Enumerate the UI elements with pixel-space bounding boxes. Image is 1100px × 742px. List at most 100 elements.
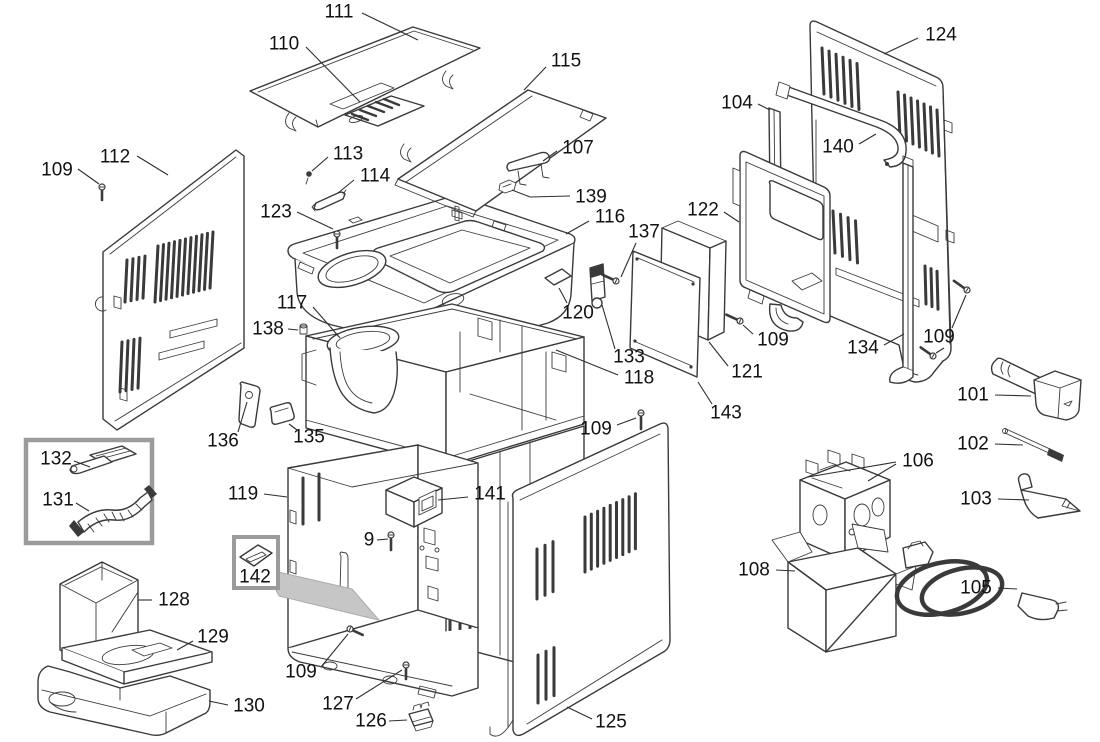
leader-line <box>867 463 897 482</box>
side-panel-112-drawing <box>95 149 245 431</box>
part-label-109: 109 <box>580 419 612 440</box>
leader-line <box>565 220 590 235</box>
part-label-121: 121 <box>731 362 763 383</box>
part-label-129: 129 <box>197 627 229 648</box>
leader-line <box>555 349 619 376</box>
leader-line <box>997 498 1030 501</box>
leader-line <box>305 46 361 103</box>
leader-line <box>176 640 194 651</box>
screw-138-drawing <box>299 323 308 335</box>
part-label-115: 115 <box>551 51 581 72</box>
grate-110-drawing <box>344 95 425 127</box>
leader-line <box>883 333 905 346</box>
connector-126-drawing <box>408 701 434 732</box>
leader-line <box>376 538 389 541</box>
power-cord-105-drawing <box>894 540 1068 621</box>
part-label-105: 105 <box>960 578 992 599</box>
frame-119-drawing <box>287 444 479 699</box>
part-label-110: 110 <box>269 34 299 55</box>
part-label-127: 127 <box>322 694 354 715</box>
part-label-9: 9 <box>364 530 375 551</box>
leader-line <box>75 502 90 512</box>
part-label-109: 109 <box>41 160 73 181</box>
part-label-111: 111 <box>325 2 354 23</box>
leader-line <box>566 706 593 720</box>
leader-line <box>558 287 568 304</box>
leader-line <box>237 401 248 433</box>
leader-line <box>73 460 91 468</box>
leader-line <box>994 394 1032 397</box>
brew-funnel-117-drawing <box>326 325 400 414</box>
sticker-120-drawing <box>544 268 572 286</box>
bracket-134-drawing <box>889 155 914 384</box>
part-label-143: 143 <box>710 403 742 424</box>
leader-line <box>997 587 1018 590</box>
part-label-107: 107 <box>562 138 594 159</box>
screw-icon <box>919 346 937 360</box>
measuring-scoop-101-drawing <box>990 357 1082 421</box>
clip-139-drawing <box>498 179 517 194</box>
leader-line <box>708 341 729 367</box>
handle-107-drawing <box>506 151 551 186</box>
leader-line <box>601 304 616 350</box>
part-label-109: 109 <box>285 662 317 683</box>
connector-132-drawing <box>69 445 137 475</box>
grease-tube-103-drawing <box>1017 473 1081 519</box>
leader-line <box>994 443 1024 446</box>
panel-143-drawing <box>629 250 701 378</box>
leader-line <box>361 12 419 41</box>
inset-border <box>232 535 280 590</box>
pin-113-drawing <box>305 171 312 185</box>
part-label-123: 123 <box>260 202 292 223</box>
leader-line <box>807 461 897 478</box>
part-label-109: 109 <box>757 330 789 351</box>
leader-line <box>77 168 100 185</box>
part-label-118: 118 <box>624 368 654 389</box>
carton-box-108-drawing <box>771 523 917 653</box>
cap-135-drawing <box>269 402 295 425</box>
screw-icon <box>333 230 341 250</box>
leader-line <box>296 211 334 230</box>
part-label-114: 114 <box>360 166 391 187</box>
cable-inset-drawing <box>23 437 157 546</box>
switch-133-drawing <box>589 263 606 309</box>
leader-line <box>697 381 713 405</box>
leader-line <box>287 328 299 331</box>
tag-136-drawing <box>238 381 261 428</box>
part-labels-layer: 1111101151071391161131141231121091171381… <box>40 2 992 733</box>
part-label-119: 119 <box>228 484 258 505</box>
part-label-122: 122 <box>687 200 719 221</box>
part-label-108: 108 <box>738 560 770 581</box>
leader-line <box>136 155 169 176</box>
part-label-113: 113 <box>333 144 363 165</box>
part-label-142: 142 <box>239 567 271 588</box>
leader-line <box>775 569 796 572</box>
tray-base-130-drawing <box>37 665 211 736</box>
drip-tray-129-drawing <box>61 629 213 685</box>
part-label-133: 133 <box>613 347 645 368</box>
vent-slats <box>535 492 637 705</box>
leader-line <box>311 156 329 172</box>
part-label-104: 104 <box>721 93 753 114</box>
part-label-106: 106 <box>902 451 934 472</box>
screw-icon <box>387 531 395 552</box>
leader-line <box>620 242 637 278</box>
screw-icon <box>637 409 645 431</box>
screws-layer <box>98 183 971 681</box>
leader-line <box>616 417 637 426</box>
pointer-arrow <box>264 568 381 621</box>
leader-line <box>208 700 229 706</box>
part-label-124: 124 <box>925 25 957 46</box>
part-label-134: 134 <box>847 338 879 359</box>
leader-line <box>263 493 288 498</box>
part-label-141: 141 <box>474 484 506 505</box>
leader-line <box>858 133 877 145</box>
screw-icon <box>952 279 971 294</box>
leader-line <box>288 423 298 431</box>
diagonal-rail <box>835 267 920 308</box>
handle-bar-140-drawing <box>775 81 907 168</box>
leader-line <box>542 150 558 162</box>
vent-slats <box>820 46 941 311</box>
lid-115-drawing <box>394 89 607 218</box>
